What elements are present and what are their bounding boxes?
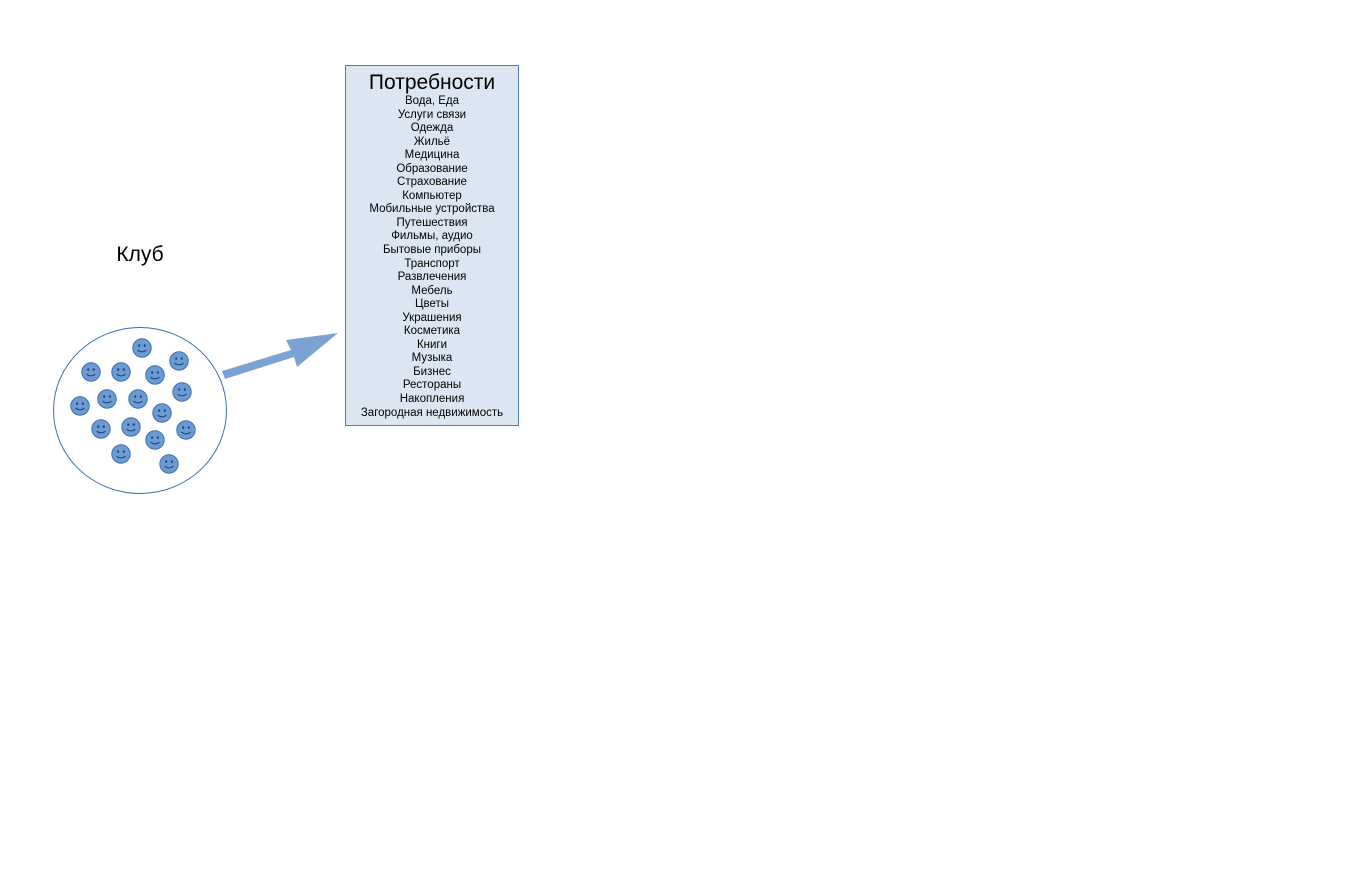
needs-item: Загородная недвижимость (360, 406, 504, 419)
smiley-face-icon (91, 419, 111, 439)
smiley-face-icon (145, 430, 165, 450)
needs-item: Бизнес (413, 365, 451, 378)
smiley-face-icon (111, 444, 131, 464)
needs-item: Цветы (414, 298, 450, 311)
needs-item: Накопления (399, 393, 465, 406)
smiley-face-icon (152, 403, 172, 423)
smiley-face-icon (128, 389, 148, 409)
smiley-face-icon (70, 396, 90, 416)
needs-item: Компьютер (402, 189, 462, 202)
needs-title: Потребности (368, 71, 496, 94)
needs-item: Мобильные устройства (369, 203, 495, 216)
needs-item: Медицина (404, 149, 460, 162)
needs-item: Страхование (397, 176, 467, 189)
needs-item: Украшения (402, 311, 462, 324)
smiley-face-icon (111, 362, 131, 382)
smiley-face-icon (132, 338, 152, 358)
needs-item: Транспорт (404, 257, 460, 270)
needs-item: Развлечения (397, 271, 467, 284)
needs-item: Услуги связи (397, 108, 467, 121)
needs-item: Бытовые приборы (382, 244, 481, 257)
needs-item: Мебель (411, 284, 453, 297)
smiley-face-icon (145, 365, 165, 385)
needs-item: Вода, Еда (404, 95, 460, 107)
arrow-right-icon (222, 333, 338, 379)
needs-item: Косметика (403, 325, 461, 338)
needs-item: Одежда (410, 122, 454, 135)
needs-item: Фильмы, аудио (391, 230, 473, 243)
smiley-face-icon (169, 351, 189, 371)
needs-item: Книги (416, 338, 448, 351)
smiley-face-icon (159, 454, 179, 474)
smiley-face-icon (81, 362, 101, 382)
needs-item: Рестораны (402, 379, 462, 392)
club-label: Клуб (116, 243, 164, 266)
smiley-face-icon (172, 382, 192, 402)
smiley-face-icon (176, 420, 196, 440)
smiley-face-icon (97, 389, 117, 409)
needs-item: Жильё (413, 135, 451, 148)
club-circle (53, 327, 227, 494)
needs-item: Музыка (411, 352, 453, 365)
needs-item: Путешествия (396, 216, 468, 229)
smiley-face-icon (121, 417, 141, 437)
needs-item: Образование (396, 162, 468, 175)
